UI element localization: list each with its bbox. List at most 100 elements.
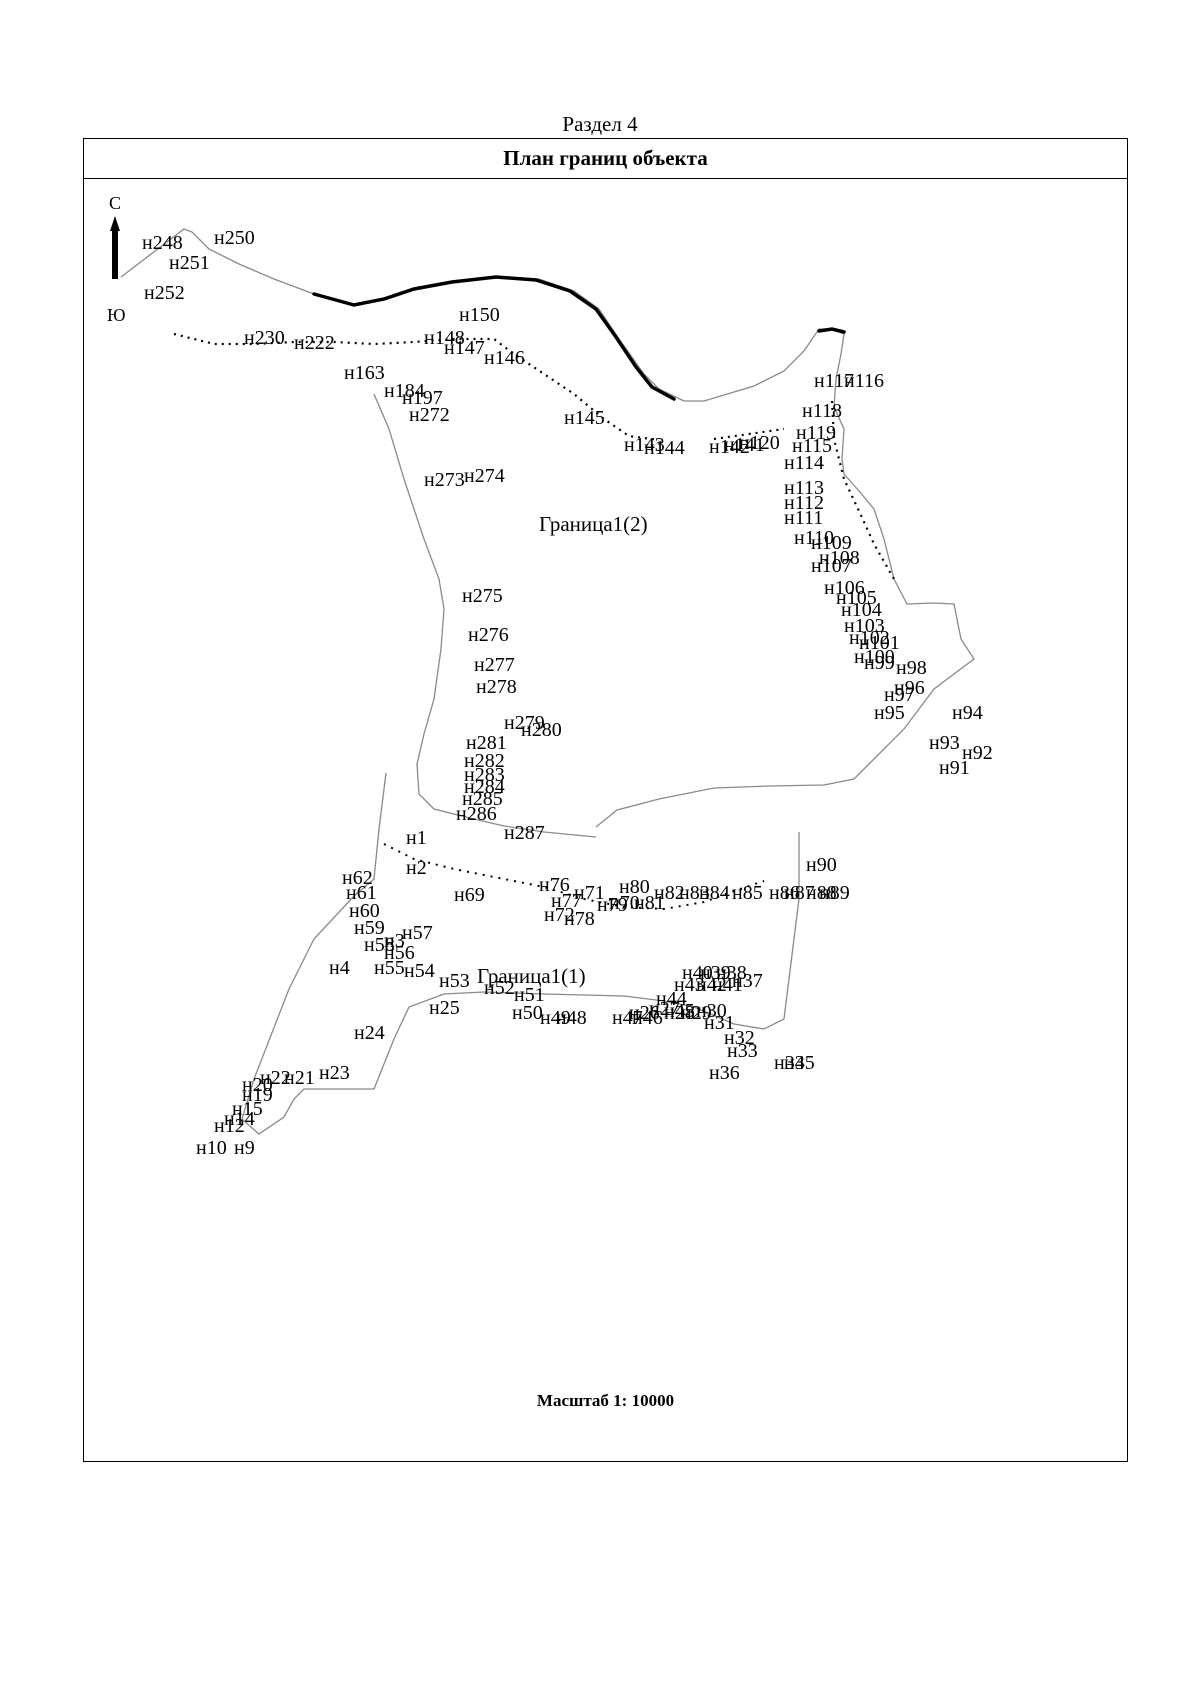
point-label: н101 (859, 632, 900, 654)
point-label: н105 (836, 587, 877, 609)
point-label: н103 (844, 615, 885, 637)
point-label: н230 (244, 327, 285, 349)
point-label: н80 (619, 876, 650, 898)
compass-north: С (109, 193, 121, 213)
plan-header: План границ объекта (84, 139, 1127, 179)
trench-belt-line (173, 332, 785, 442)
point-label: н107 (811, 555, 852, 577)
point-label: н71 (574, 882, 605, 904)
point-label: н115 (792, 435, 832, 457)
point-label: н116 (844, 370, 884, 392)
boundary-1-line (241, 772, 800, 1135)
point-label: н19 (242, 1084, 273, 1106)
point-label: н147 (444, 337, 485, 359)
point-label: н146 (484, 347, 525, 369)
point-label: н22 (260, 1067, 291, 1089)
point-label: н20 (242, 1074, 273, 1096)
point-label: н87 (784, 882, 815, 904)
point-label: н109 (811, 532, 852, 554)
point-label: н273 (424, 469, 465, 491)
point-label: н55 (374, 957, 405, 979)
point-label: н106 (824, 577, 865, 599)
point-label: н61 (346, 882, 377, 904)
point-label: н9 (234, 1137, 255, 1159)
point-label: н54 (404, 960, 435, 982)
point-label: н77 (551, 890, 582, 912)
point-label: н119 (796, 422, 836, 444)
point-label: н25 (429, 997, 460, 1019)
point-label: н41 (712, 974, 743, 996)
point-label: н110 (794, 527, 834, 549)
point-label: н59 (354, 917, 385, 939)
point-label: н142 (709, 436, 750, 458)
point-label: н99 (864, 652, 895, 674)
point-label: н148 (424, 327, 465, 349)
compass-south: Ю (107, 305, 126, 325)
point-label: н88 (806, 882, 837, 904)
point-label: н285 (462, 788, 503, 810)
point-label: н141 (724, 434, 765, 456)
point-label: н45 (664, 1000, 695, 1022)
point-label: н145 (564, 407, 605, 429)
boundary-2-west-line (373, 393, 597, 838)
point-label: н35 (784, 1052, 815, 1074)
point-label: н91 (939, 757, 970, 779)
point-label: н29 (681, 1002, 712, 1024)
point-label: н111 (784, 507, 823, 529)
point-label: н52 (484, 977, 515, 999)
point-label: н46 (632, 1007, 663, 1029)
point-label: н76 (539, 874, 570, 896)
point-label: н280 (521, 719, 562, 741)
point-label: н104 (841, 599, 882, 621)
point-label: н48 (556, 1007, 587, 1029)
point-label: н98 (896, 657, 927, 679)
point-label: н83 (679, 882, 710, 904)
point-label: н27 (649, 998, 680, 1020)
point-label: н184 (384, 380, 425, 402)
point-label: н81 (634, 892, 665, 914)
point-label: н251 (169, 252, 210, 274)
point-label: н31 (704, 1012, 735, 1034)
point-label: н287 (504, 822, 545, 844)
point-label: н144 (644, 437, 685, 459)
point-label: н252 (144, 282, 185, 304)
point-label: н272 (409, 404, 450, 426)
point-label: н28 (664, 1002, 695, 1024)
point-label: н44 (656, 988, 687, 1010)
point-label: н70 (609, 892, 640, 914)
point-label: н56 (384, 942, 415, 964)
point-label: н163 (344, 362, 385, 384)
point-label: н274 (464, 465, 505, 487)
point-label: н51 (514, 984, 545, 1006)
point-label: н12 (214, 1115, 245, 1137)
point-label: н60 (349, 900, 380, 922)
point-label: н78 (564, 908, 595, 930)
point-label: н114 (784, 452, 824, 474)
point-label: н95 (874, 702, 905, 724)
point-label: н112 (784, 492, 824, 514)
point-label: н58 (364, 934, 395, 956)
point-label: н275 (462, 585, 503, 607)
point-label: н276 (468, 624, 509, 646)
point-label: н108 (819, 547, 860, 569)
point-label: н96 (894, 677, 925, 699)
point-label: н49 (540, 1007, 571, 1029)
point-label: н21 (284, 1067, 315, 1089)
point-label: н47 (612, 1007, 643, 1029)
point-label: н281 (466, 732, 507, 754)
point-label: н4 (329, 957, 350, 979)
point-label: н57 (402, 922, 433, 944)
point-label: н286 (456, 803, 497, 825)
point-label: н120 (739, 432, 780, 454)
boundary-map: С Ю Граница1(2) Граница1(1) н250 н248 н2… (107, 193, 993, 1159)
point-label: н100 (854, 646, 895, 668)
point-labels: н250 н248 н251 н252 н230 н222 н272 н273 … (142, 227, 993, 1159)
point-label: н40 (682, 962, 713, 984)
section-title: Раздел 4 (562, 112, 638, 136)
point-label: н117 (814, 370, 854, 392)
point-label: н90 (806, 854, 837, 876)
point-label: н2 (406, 857, 427, 879)
point-label: н15 (232, 1098, 263, 1120)
point-label: н143 (624, 434, 665, 456)
point-label: н10 (196, 1137, 227, 1159)
